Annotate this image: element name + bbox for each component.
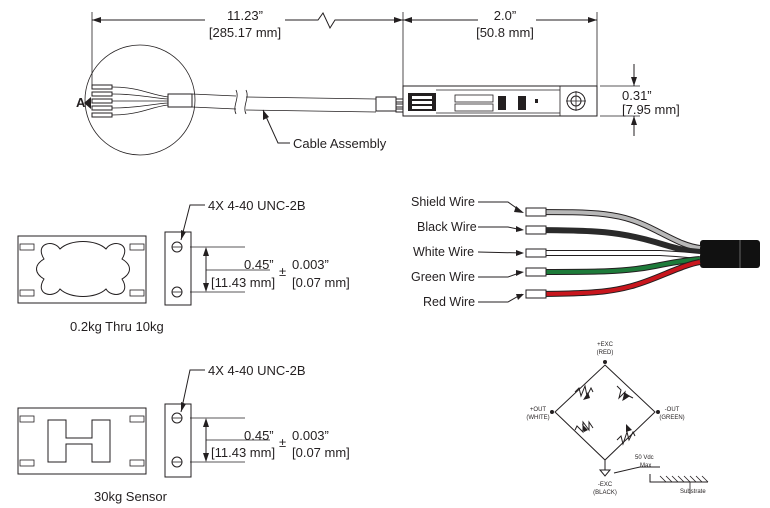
thickness-mm: [7.95 mm]: [622, 102, 680, 117]
black-wire: [525, 227, 701, 255]
black-wire-label: Black Wire: [417, 220, 477, 234]
red-wire: [525, 260, 701, 296]
sensor-length-value: 2.0”: [494, 8, 516, 23]
detail-circle: [84, 44, 196, 156]
red-wire-label: Red Wire: [423, 295, 475, 309]
detail-label: A: [76, 95, 86, 110]
substrate-label: Substrate: [680, 489, 706, 495]
small-tolerance: 0.003”: [292, 257, 329, 272]
exc-pos-color: (RED): [597, 350, 614, 356]
sensor-body: [402, 85, 598, 117]
large-thread-spec: 4X 4-40 UNC-2B: [208, 363, 306, 378]
large-sensor-caption: 30kg Sensor: [94, 489, 168, 504]
green-wire-label: Green Wire: [411, 270, 475, 284]
out-neg-label: -OUT: [665, 407, 680, 413]
small-spacing: 0.45”: [244, 257, 274, 272]
out-pos-color: (WHITE): [526, 415, 549, 421]
thickness-value: 0.31”: [622, 88, 652, 103]
large-tolerance-mm: [0.07 mm]: [292, 445, 350, 460]
white-wire: [526, 250, 701, 258]
exc-pos-label: +EXC: [597, 342, 614, 348]
out-neg-color: (GREEN): [659, 415, 684, 421]
resistor-r1: [574, 384, 594, 398]
cable-jacket: [700, 240, 760, 268]
bridge-schematic: +EXC (RED) +OUT (WHITE) -OUT (GREEN) -EX…: [526, 342, 709, 496]
wire-color-diagram: Shield Wire Black Wire White Wire Green …: [411, 195, 760, 309]
small-sensor-view: 4X 4-40 UNC-2B 0.45” [11.43 mm] ± 0.003”…: [17, 198, 350, 334]
wire-ends: [91, 84, 193, 118]
shield-wire: [525, 210, 701, 250]
cable-length-mm: [285.17 mm]: [209, 25, 281, 40]
sensor-length-mm: [50.8 mm]: [476, 25, 534, 40]
small-pm: ±: [279, 264, 286, 279]
resistor-r3: [574, 420, 594, 434]
small-tolerance-mm: [0.07 mm]: [292, 275, 350, 290]
large-spacing-mm: [11.43 mm]: [211, 445, 275, 460]
large-tolerance: 0.003”: [292, 428, 329, 443]
white-wire-label: White Wire: [413, 245, 474, 259]
shield-wire-label: Shield Wire: [411, 195, 475, 209]
max-label: Max: [640, 463, 651, 469]
exc-neg-label: -EXC: [598, 482, 613, 488]
max-voltage: 50 Vdc: [635, 455, 654, 461]
cable-assembly-view: 11.23” [285.17 mm] 2.0” [50.8 mm] A: [76, 6, 680, 156]
resistor-r4: [616, 430, 636, 446]
cable-length-value: 11.23”: [227, 8, 263, 23]
large-pm: ±: [279, 435, 286, 450]
large-sensor-view: 4X 4-40 UNC-2B 0.45” [11.43 mm] ± 0.003”…: [17, 363, 350, 504]
green-wire: [525, 257, 701, 274]
substrate-ground: [659, 475, 709, 494]
exc-neg-color: (BLACK): [593, 490, 617, 496]
large-spacing: 0.45”: [244, 428, 274, 443]
small-spacing-mm: [11.43 mm]: [211, 275, 275, 290]
cable-assembly-label: Cable Assembly: [293, 136, 387, 151]
out-pos-label: +OUT: [530, 407, 547, 413]
small-sensor-caption: 0.2kg Thru 10kg: [70, 319, 164, 334]
small-thread-spec: 4X 4-40 UNC-2B: [208, 198, 306, 213]
